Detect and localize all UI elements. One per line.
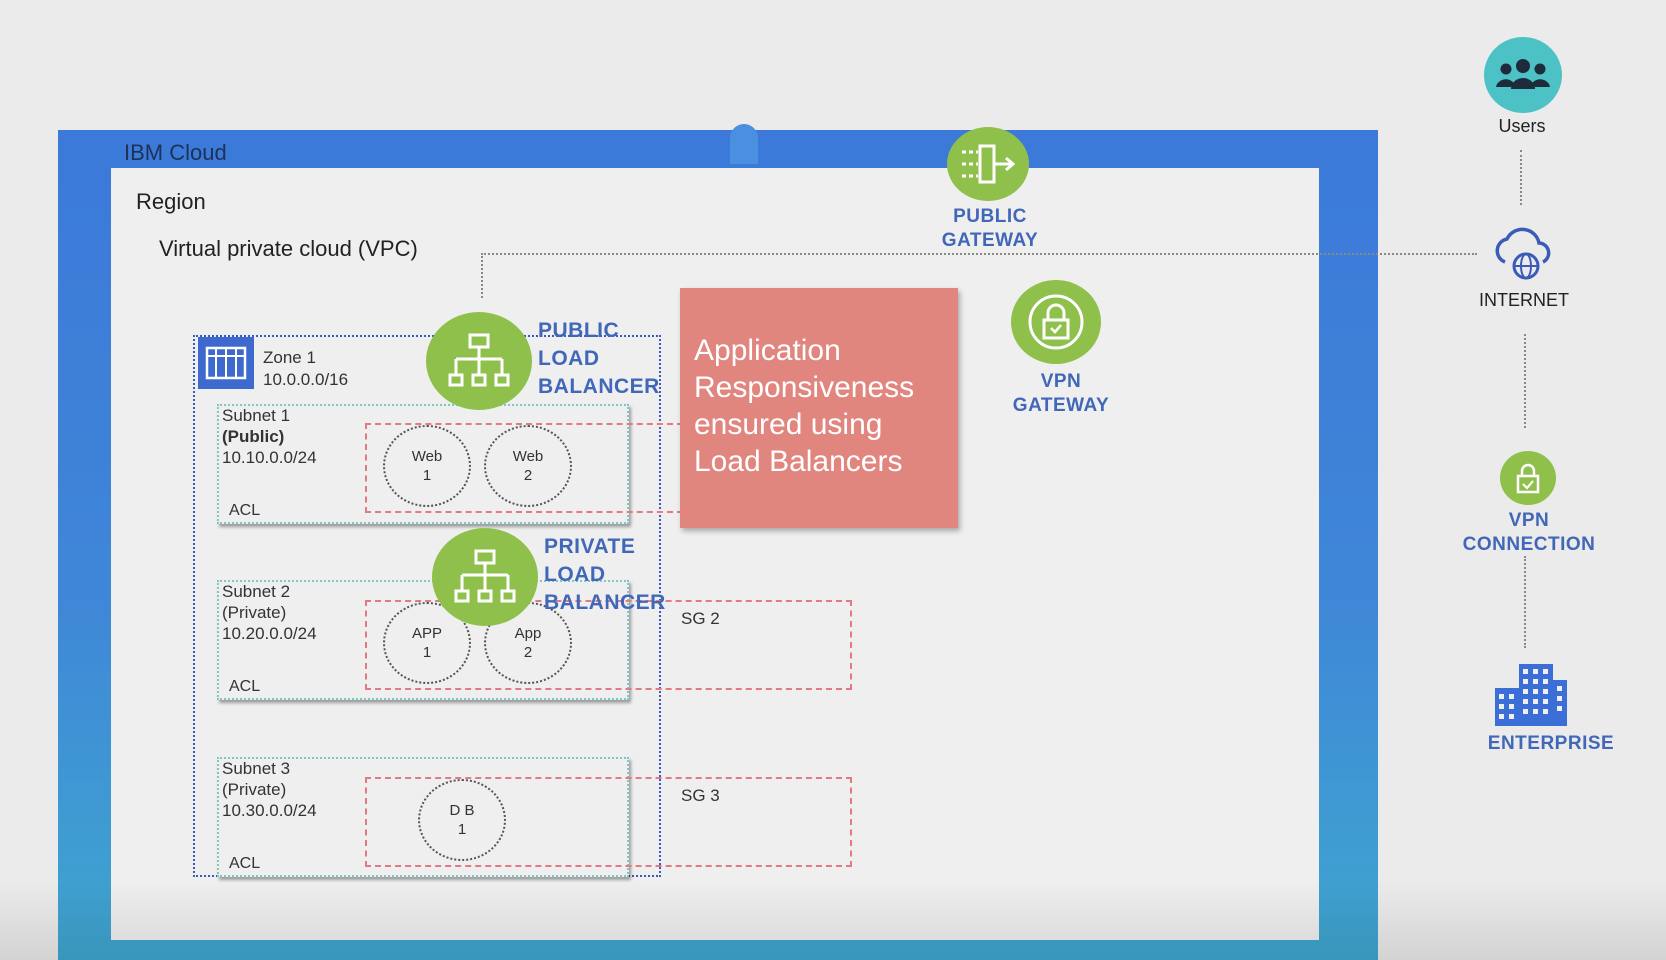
vpn-connection-label-line2: CONNECTION [1462, 534, 1596, 555]
vm-app-1: APP 1 [383, 602, 471, 684]
vm-web-2: Web 2 [484, 425, 572, 507]
vpn-connection-label: VPN CONNECTION [1446, 509, 1612, 557]
subnet-2-acl: ACL [229, 678, 261, 695]
subnet-3-name: Subnet 3 [222, 759, 291, 778]
building-icon [1491, 662, 1571, 728]
private-lb-label-line3: BALANCER [544, 591, 666, 614]
zone-cidr: 10.0.0.0/16 [263, 370, 349, 389]
subnet-2-cidr: 10.20.0.0/24 [222, 624, 317, 643]
private-lb-label: PRIVATE LOAD BALANCER [544, 533, 666, 617]
security-group-2 [365, 600, 852, 690]
vpn-gateway-label-line1: VPN [1040, 371, 1082, 392]
vm-app-2-name: App [514, 625, 542, 642]
public-lb-label-line3: BALANCER [538, 375, 660, 398]
vm-db-1-index: 1 [457, 821, 467, 838]
server-rack-icon [198, 337, 254, 389]
public-lb-label-line1: PUBLIC [538, 319, 620, 342]
private-lb-label-line2: LOAD [544, 563, 606, 586]
subnet-1-type: (Public) [222, 427, 285, 446]
subnet-3-cidr: 10.30.0.0/24 [222, 801, 317, 820]
public-gateway-label-line1: PUBLIC [953, 206, 1027, 227]
callout-box: Application Responsiveness ensured using… [680, 288, 958, 528]
public-load-balancer-icon [426, 312, 532, 410]
public-gateway-label: PUBLIC GATEWAY [928, 205, 1052, 253]
callout-text: Application Responsiveness ensured using… [694, 334, 915, 478]
gateway-icon [947, 127, 1029, 201]
ibm-cloud-label: IBM Cloud [124, 140, 227, 165]
vpn-gateway-lock-icon [1011, 280, 1101, 364]
vm-app-1-name: APP [411, 625, 442, 642]
vm-app-2-index: 2 [523, 644, 533, 661]
vm-db-1-name: D B [449, 802, 475, 819]
vm-app-1-index: 1 [422, 644, 432, 661]
cloud-globe-icon [1489, 222, 1559, 284]
vpc-internet-connector [481, 253, 1477, 255]
users-label: Users [1498, 116, 1546, 136]
subnet-2-name: Subnet 2 [222, 582, 291, 601]
vm-web-2-name: Web [512, 448, 544, 465]
internet-label: INTERNET [1479, 290, 1569, 310]
region-label: Region [136, 189, 206, 214]
cloud-frame-notch [730, 124, 758, 164]
security-group-3 [365, 777, 852, 867]
vpc-label: Virtual private cloud (VPC) [159, 236, 418, 261]
vm-web-2-index: 2 [523, 467, 533, 484]
vpn-gateway-label: VPN GATEWAY [996, 370, 1126, 418]
users-icon [1484, 37, 1562, 113]
vm-web-1: Web 1 [383, 425, 471, 507]
sg-3-label: SG 3 [681, 786, 720, 805]
zone-name: Zone 1 [263, 348, 316, 367]
subnet-1-cidr: 10.10.0.0/24 [222, 448, 317, 467]
vpn-gateway-label-line2: GATEWAY [1012, 395, 1110, 416]
enterprise-label: ENTERPRISE [1487, 733, 1615, 754]
vpn-enterprise-connector [1524, 556, 1526, 648]
vm-web-1-name: Web [411, 448, 443, 465]
users-internet-connector [1520, 150, 1522, 205]
sg-2-label: SG 2 [681, 609, 720, 628]
vpn-connection-label-line1: VPN [1508, 510, 1550, 531]
vm-web-1-index: 1 [422, 467, 432, 484]
subnet-1-name: Subnet 1 [222, 406, 291, 425]
subnet-1-acl: ACL [229, 502, 261, 519]
private-lb-label-line1: PRIVATE [544, 535, 636, 558]
subnet-3-acl: ACL [229, 855, 261, 872]
subnet-3-type: (Private) [222, 780, 287, 799]
public-lb-label-line2: LOAD [538, 347, 600, 370]
public-gateway-label-line2: GATEWAY [941, 230, 1039, 251]
internet-vpn-connector [1524, 334, 1526, 428]
vpn-connection-lock-icon [1500, 451, 1556, 505]
private-load-balancer-icon [432, 528, 538, 626]
subnet-2-type: (Private) [222, 603, 287, 622]
public-lb-label: PUBLIC LOAD BALANCER [538, 317, 660, 401]
vpc-drop-connector [481, 253, 483, 298]
vm-db-1: D B 1 [418, 779, 506, 861]
